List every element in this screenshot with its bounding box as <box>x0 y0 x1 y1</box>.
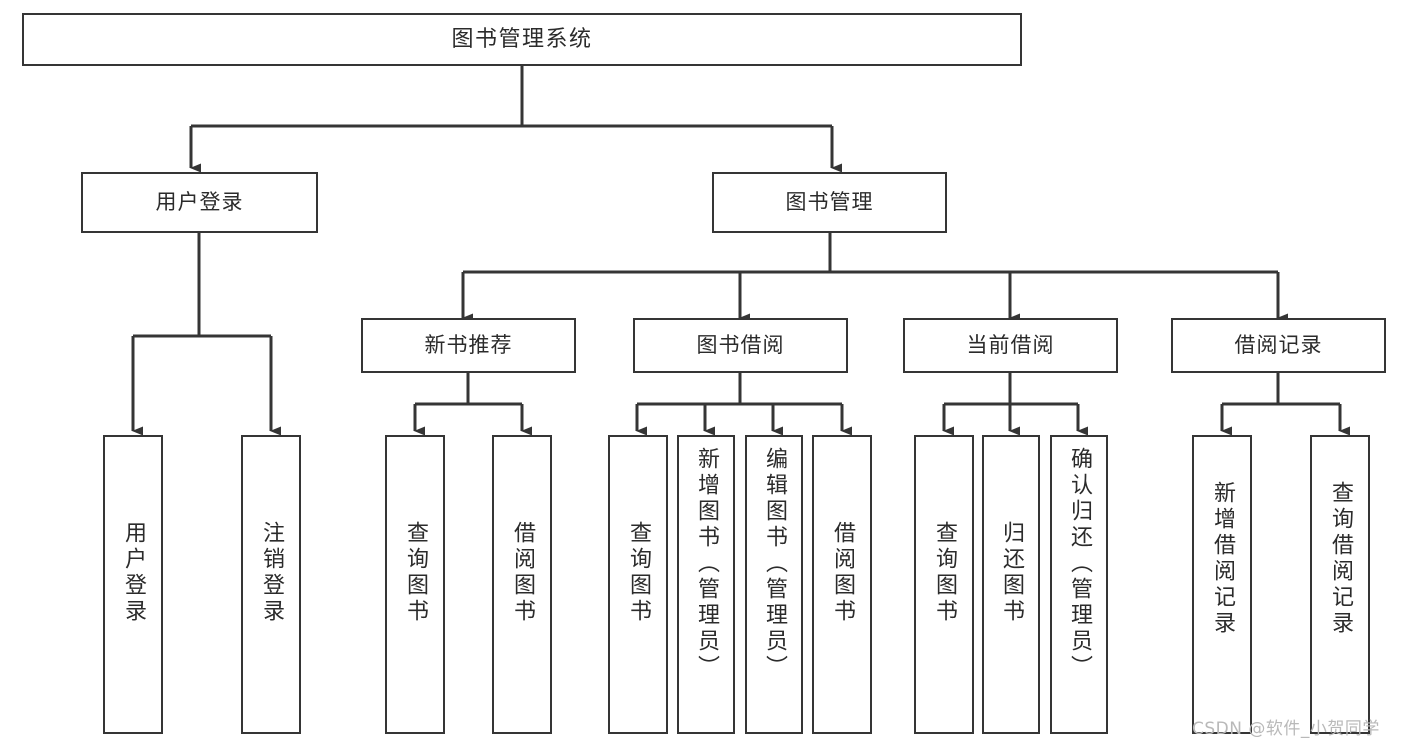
node-root-label: 图书管理系统 <box>451 26 593 52</box>
node-borrow-record[interactable]: 借阅记录 <box>1171 318 1386 373</box>
leaf-user-login-label: 用户登录 <box>121 521 146 625</box>
leaf-logout[interactable]: 注销登录 <box>241 435 301 734</box>
leaf-query-book-1-label: 查询图书 <box>403 521 428 625</box>
leaf-confirm-return-label: 确认归还（管理员） <box>1067 447 1092 681</box>
node-root[interactable]: 图书管理系统 <box>22 13 1022 66</box>
node-book-management[interactable]: 图书管理 <box>712 172 947 233</box>
leaf-add-record[interactable]: 新增借阅记录 <box>1192 435 1252 734</box>
node-borrow-record-label: 借阅记录 <box>1234 333 1323 358</box>
leaf-query-book-1[interactable]: 查询图书 <box>385 435 445 734</box>
node-book-borrow-label: 图书借阅 <box>696 333 785 358</box>
node-book-management-label: 图书管理 <box>785 190 874 215</box>
node-new-book-recommend-label: 新书推荐 <box>424 333 513 358</box>
leaf-query-book-2-label: 查询图书 <box>626 521 651 625</box>
leaf-borrow-book-2[interactable]: 借阅图书 <box>812 435 872 734</box>
leaf-query-record-label: 查询借阅记录 <box>1328 481 1353 637</box>
leaf-borrow-book-1[interactable]: 借阅图书 <box>492 435 552 734</box>
leaf-return-book[interactable]: 归还图书 <box>982 435 1040 734</box>
leaf-query-book-3[interactable]: 查询图书 <box>914 435 974 734</box>
leaf-query-book-3-label: 查询图书 <box>932 521 957 625</box>
node-book-borrow[interactable]: 图书借阅 <box>633 318 848 373</box>
leaf-confirm-return[interactable]: 确认归还（管理员） <box>1050 435 1108 734</box>
csdn-watermark: CSDN @软件_小贺同学 <box>1192 719 1380 739</box>
node-current-borrow-label: 当前借阅 <box>966 333 1055 358</box>
node-new-book-recommend[interactable]: 新书推荐 <box>361 318 576 373</box>
leaf-add-book-label: 新增图书（管理员） <box>694 447 719 681</box>
leaf-add-book[interactable]: 新增图书（管理员） <box>677 435 735 734</box>
node-user-login[interactable]: 用户登录 <box>81 172 318 233</box>
leaf-edit-book[interactable]: 编辑图书（管理员） <box>745 435 803 734</box>
leaf-user-login[interactable]: 用户登录 <box>103 435 163 734</box>
node-current-borrow[interactable]: 当前借阅 <box>903 318 1118 373</box>
leaf-logout-label: 注销登录 <box>259 521 284 625</box>
node-user-login-label: 用户登录 <box>155 190 244 215</box>
leaf-borrow-book-2-label: 借阅图书 <box>830 521 855 625</box>
leaf-add-record-label: 新增借阅记录 <box>1210 481 1235 637</box>
leaf-query-record[interactable]: 查询借阅记录 <box>1310 435 1370 734</box>
leaf-return-book-label: 归还图书 <box>999 521 1024 625</box>
leaf-query-book-2[interactable]: 查询图书 <box>608 435 668 734</box>
leaf-edit-book-label: 编辑图书（管理员） <box>762 447 787 681</box>
leaf-borrow-book-1-label: 借阅图书 <box>510 521 535 625</box>
